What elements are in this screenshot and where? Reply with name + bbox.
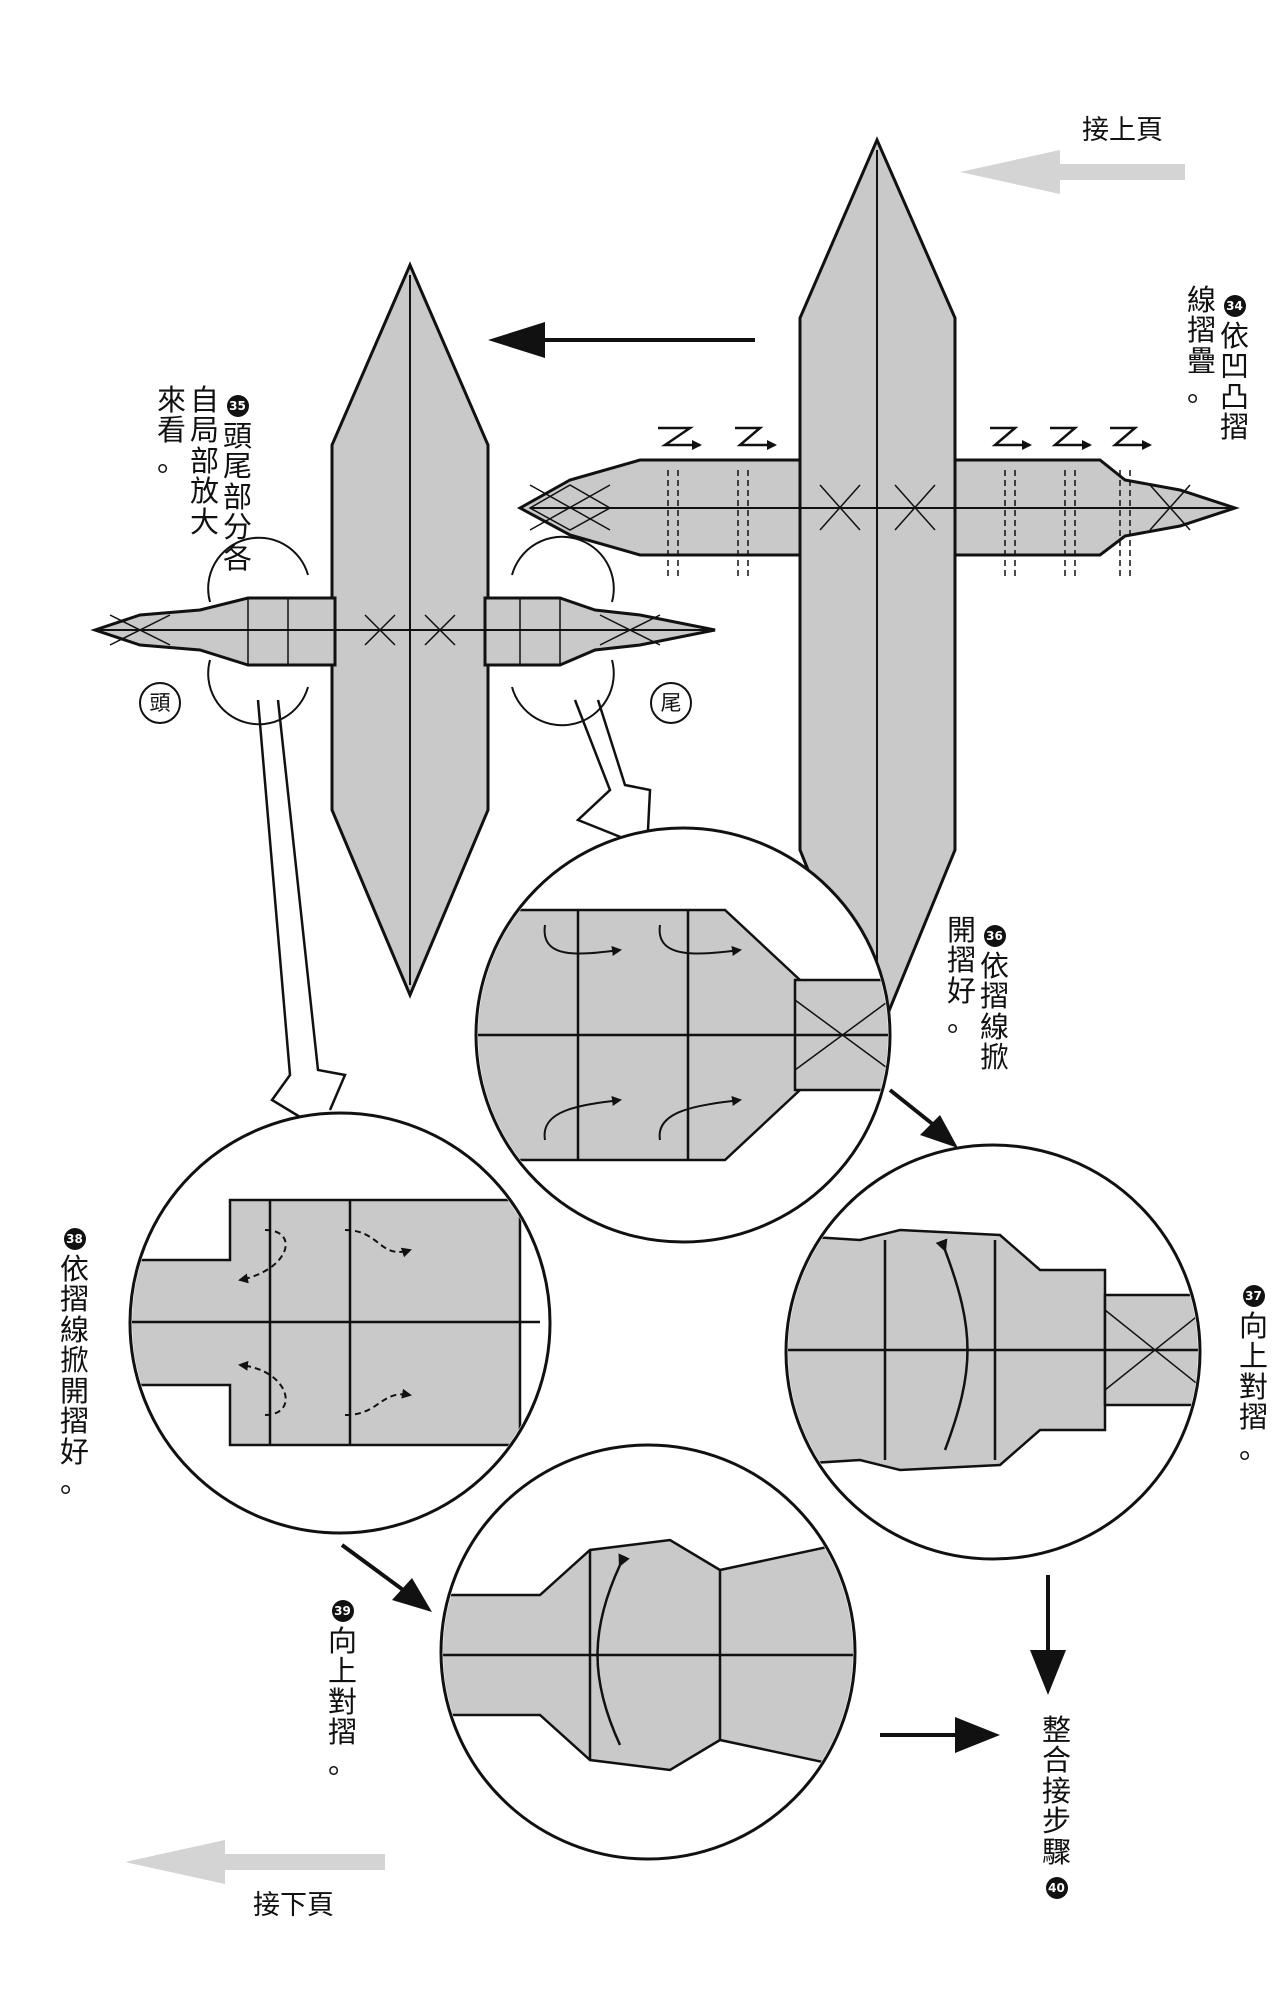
step-number-badge: 35 [226, 395, 249, 417]
step-number-badge: 36 [983, 925, 1006, 947]
caption-column: 來看。 [157, 383, 187, 478]
arrow-36-37 [888, 1088, 958, 1148]
step35-figure [90, 261, 716, 999]
step-number-badge: 40 [1045, 1877, 1068, 1900]
step-number-badge: 38 [63, 1228, 86, 1250]
step-number-badge: 34 [1223, 295, 1246, 317]
step37-circle [784, 1143, 1202, 1561]
next-page-arrow [125, 1840, 385, 1884]
head-tag: 頭 [139, 682, 181, 724]
step38-circle [128, 1111, 552, 1535]
arrow-39-40 [880, 1717, 1000, 1753]
caption-column: 線摺疊。 [1187, 283, 1217, 409]
step-number-badge: 37 [1242, 1285, 1265, 1307]
step34-figure [516, 136, 1240, 1044]
callout-lines [256, 699, 652, 1122]
arrow-38-39 [340, 1543, 432, 1612]
prev-page-arrow [960, 150, 1185, 194]
caption-column: 自局部放大 [190, 383, 220, 539]
caption-column: 開摺好。 [947, 913, 977, 1039]
step36-circle [474, 826, 892, 1244]
tail-tag: 尾 [650, 682, 692, 724]
next-page-label[interactable]: 接下頁 [253, 1890, 334, 1921]
prev-page-label[interactable]: 接上頁 [1082, 115, 1163, 146]
step-number-badge: 39 [331, 1600, 354, 1622]
step39-circle [439, 1443, 857, 1861]
transition-arrow-34-35 [488, 322, 755, 358]
arrow-37-40 [1030, 1575, 1066, 1695]
